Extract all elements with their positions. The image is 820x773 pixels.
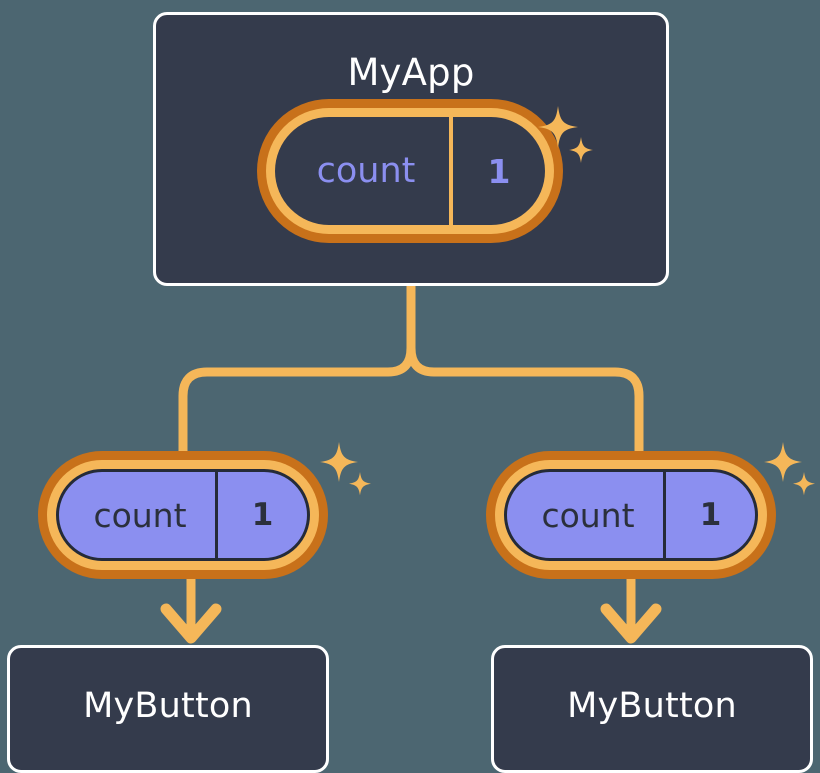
state-value-label: 1 [663, 472, 755, 558]
state-key-label: count [93, 495, 187, 535]
state-pill-inner: count 1 [504, 469, 758, 561]
arrow-right [600, 574, 662, 644]
state-pill-inner: count 1 [56, 469, 310, 561]
state-value-label: 1 [449, 117, 545, 225]
component-label: MyButton [567, 686, 737, 726]
state-pill-inner: count 1 [275, 117, 545, 225]
state-key-label: count [541, 495, 635, 535]
page-title: MyApp [347, 51, 475, 94]
state-pill-right[interactable]: count 1 [495, 460, 767, 570]
state-pill-left[interactable]: count 1 [47, 460, 319, 570]
state-key-label: count [316, 151, 416, 191]
component-card-mybutton-right[interactable]: MyButton [491, 645, 813, 773]
component-label: MyButton [83, 686, 253, 726]
wire-branch-right [406, 343, 644, 466]
component-card-mybutton-left[interactable]: MyButton [7, 645, 329, 773]
wire-branch-left [178, 343, 416, 466]
arrow-left [160, 574, 222, 644]
state-value-label: 1 [215, 472, 307, 558]
state-pill-myapp[interactable]: count 1 [266, 108, 554, 234]
